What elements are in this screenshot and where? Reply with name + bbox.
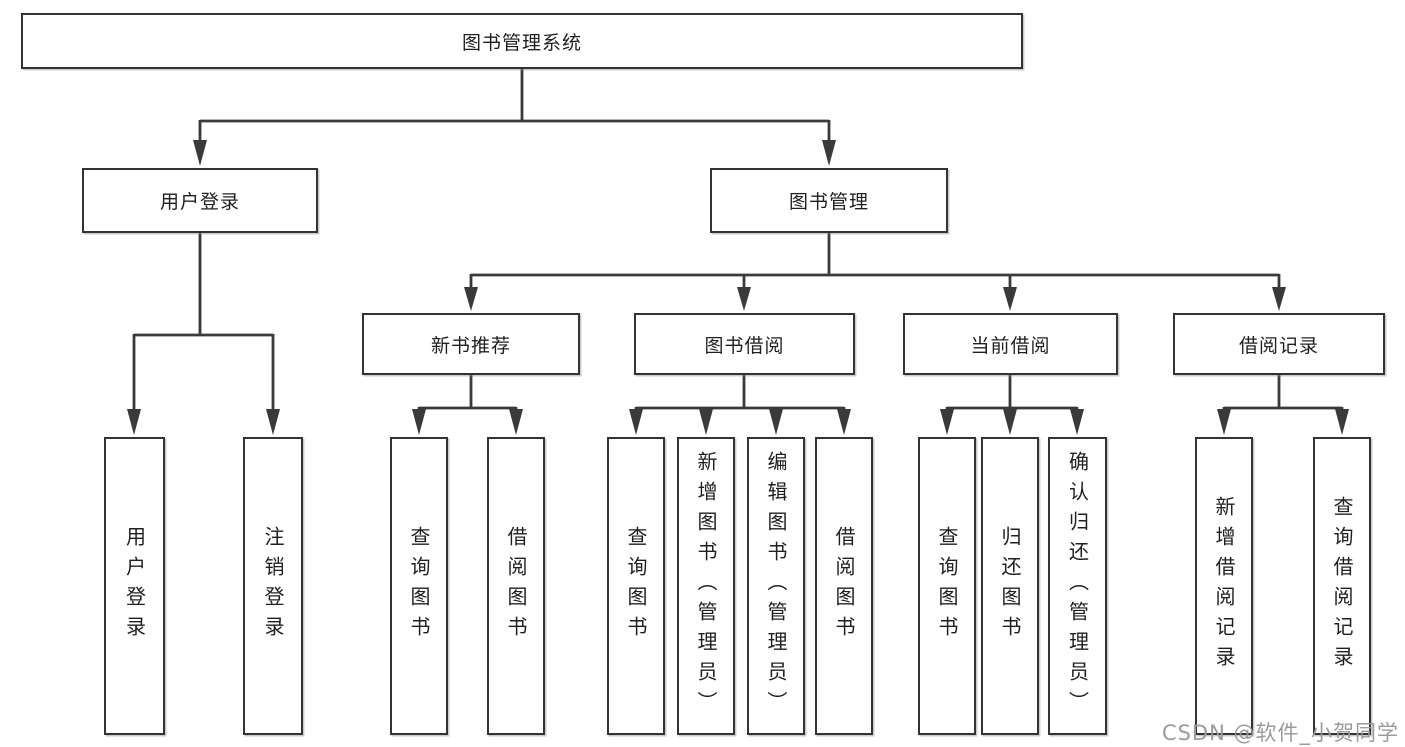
leaf-query-borrow-record: 查询借阅记录: [1313, 437, 1371, 735]
node-branch-book-borrow-label: 图书借阅: [704, 334, 785, 357]
csdn-watermark: CSDN @软件_小贺同学: [1161, 721, 1399, 745]
node-branch-book-management-label: 图书管理: [788, 191, 869, 213]
leaf-add-borrow-record: 新增借阅记录: [1195, 437, 1253, 735]
leaf-edit-books-admin-label: 编辑图书（管理员）: [764, 451, 788, 721]
node-branch-current-borrow-label: 当前借阅: [970, 334, 1051, 357]
leaf-confirm-return-admin: 确认归还（管理员）: [1048, 437, 1107, 735]
leaf-user-login-label: 用户登录: [122, 526, 147, 646]
node-branch-borrow-records-label: 借阅记录: [1238, 334, 1319, 357]
node-branch-book-management: 图书管理: [710, 168, 948, 233]
leaf-logout-label: 注销登录: [261, 526, 285, 646]
leaf-edit-books-admin: 编辑图书（管理员）: [747, 437, 805, 735]
node-branch-borrow-records: 借阅记录: [1173, 313, 1385, 375]
leaf-user-login: 用户登录: [104, 437, 165, 735]
leaf-logout: 注销登录: [243, 437, 303, 735]
leaf-query-books-recommend: 查询图书: [390, 437, 448, 735]
leaf-query-books-borrow-label: 查询图书: [624, 526, 648, 646]
node-root-system: 图书管理系统: [21, 13, 1023, 69]
node-root-system-label: 图书管理系统: [461, 31, 582, 54]
leaf-return-books-label: 归还图书: [998, 526, 1022, 646]
leaf-query-books-recommend-label: 查询图书: [407, 526, 431, 646]
leaf-confirm-return-admin-label: 确认归还（管理员）: [1065, 451, 1090, 721]
leaf-add-books-admin-label: 新增图书（管理员）: [694, 451, 718, 721]
node-branch-user-login-label: 用户登录: [159, 191, 240, 213]
node-branch-user-login: 用户登录: [82, 168, 318, 233]
node-branch-book-borrow: 图书借阅: [634, 313, 855, 375]
leaf-borrow-books: 借阅图书: [815, 437, 873, 735]
node-branch-new-book-recommend-label: 新书推荐: [430, 334, 511, 357]
leaf-query-books-current-label: 查询图书: [935, 526, 959, 646]
leaf-add-books-admin: 新增图书（管理员）: [677, 437, 735, 735]
leaf-borrow-books-label: 借阅图书: [832, 526, 856, 646]
leaf-return-books: 归还图书: [981, 437, 1039, 735]
node-branch-new-book-recommend: 新书推荐: [362, 313, 580, 375]
leaf-query-books-borrow: 查询图书: [607, 437, 665, 735]
leaf-borrow-books-recommend: 借阅图书: [487, 437, 545, 735]
leaf-query-borrow-record-label: 查询借阅记录: [1330, 496, 1354, 676]
leaf-add-borrow-record-label: 新增借阅记录: [1212, 496, 1236, 676]
leaf-borrow-books-recommend-label: 借阅图书: [504, 526, 528, 646]
node-branch-current-borrow: 当前借阅: [903, 313, 1118, 375]
leaf-query-books-current: 查询图书: [918, 437, 976, 735]
